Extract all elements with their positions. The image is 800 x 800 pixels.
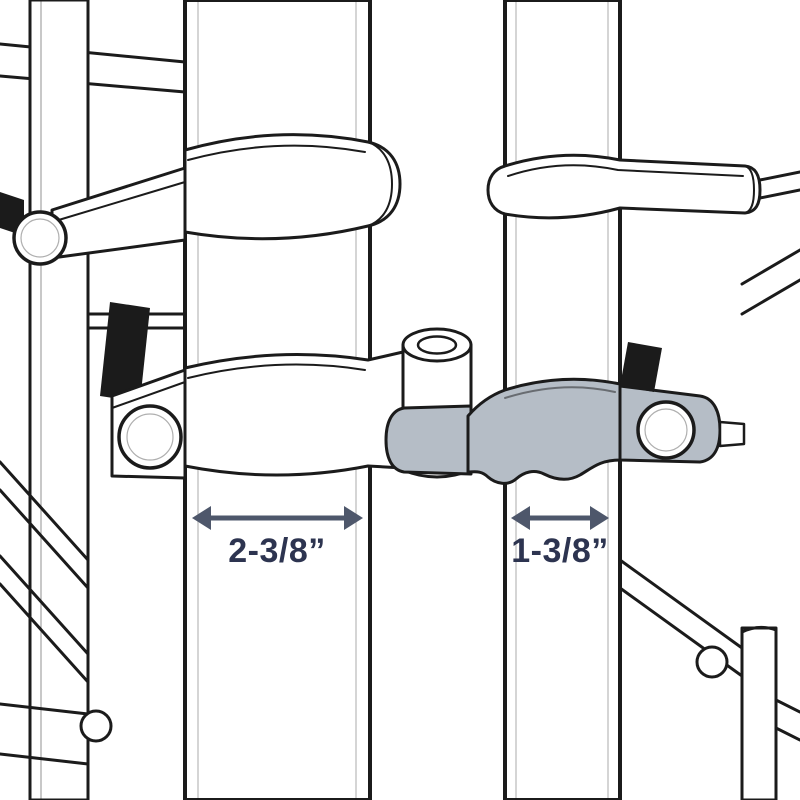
dimension-left-arrowhead-left-icon <box>192 506 211 530</box>
left-frame-pipe <box>28 0 90 800</box>
female-hinge-strap <box>466 377 622 485</box>
male-hinge-bolt-icon <box>117 404 183 470</box>
dimension-right-arrowhead-right-icon <box>590 506 609 530</box>
bottom-right-corner-diagonal-2 <box>774 726 800 742</box>
female-hinge-bolt-tip <box>718 420 746 448</box>
male-hinge-strap <box>183 350 405 477</box>
dimension-left-label: 2-3/8” <box>228 532 326 570</box>
bottom-left-diagonal-2 <box>0 488 90 590</box>
female-hinge <box>384 342 746 485</box>
bottom-right-corner-diagonal-1 <box>774 698 800 714</box>
bottom-right-frame <box>618 558 800 800</box>
dimension-right-arrowhead-left-icon <box>511 506 530 530</box>
bottom-right-diagonal-1 <box>618 558 744 650</box>
bottom-right-pipe <box>740 626 778 800</box>
top-right-band-clamp <box>486 153 762 220</box>
dimension-right: 1-3/8” <box>511 506 609 570</box>
female-hinge-bolt-shading <box>644 408 688 452</box>
bottom-left-truss <box>0 460 113 766</box>
right-mid-diagonal-lower <box>740 278 800 316</box>
female-hinge-bolt-icon <box>636 400 696 460</box>
dimension-right-label: 1-3/8” <box>511 532 609 570</box>
band-bolt-icon <box>12 210 68 266</box>
band-strap <box>183 133 402 241</box>
left-frame-pipe-body <box>28 0 90 800</box>
bottom-left-rail-lower <box>0 752 90 766</box>
top-left-band-clamp <box>0 133 402 266</box>
female-hinge-strap-edge <box>504 386 616 399</box>
right-square-nut-icon <box>620 342 662 392</box>
male-hinge-bolt-shading <box>126 413 174 461</box>
left-square-nut-icon <box>100 302 150 402</box>
top-right-rail-upper <box>758 170 800 182</box>
dimension-left: 2-3/8” <box>192 506 363 570</box>
right-band-top-edge <box>507 164 744 177</box>
bottom-left-diagonal-4 <box>0 582 90 684</box>
bottom-right-bolt-icon <box>695 645 729 679</box>
band-tongue-edge <box>51 181 186 223</box>
bottom-left-bolt-icon <box>79 709 113 743</box>
bottom-left-diagonal-1 <box>0 460 90 562</box>
male-hinge-ear-edge <box>111 381 186 409</box>
male-hinge-strap-edge <box>187 363 366 379</box>
bottom-left-diagonal-3 <box>0 554 90 656</box>
bottom-right-pipe-cap <box>740 625 778 634</box>
band-strap-wrap-edge <box>367 141 393 227</box>
band-bolt-shading <box>20 218 60 258</box>
hinge-pin-hole <box>416 335 458 355</box>
bottom-left-rail-upper <box>0 702 90 716</box>
mid-left-rail <box>86 302 187 402</box>
band-strap-top-edge <box>187 144 366 161</box>
right-mid-diagonal-upper <box>740 248 800 286</box>
dimension-left-arrowhead-right-icon <box>344 506 363 530</box>
right-band-endcap-edge <box>744 165 755 214</box>
female-hinge-collar <box>384 404 473 476</box>
right-band-strap <box>486 153 762 220</box>
top-right-rail-lower <box>758 188 800 200</box>
